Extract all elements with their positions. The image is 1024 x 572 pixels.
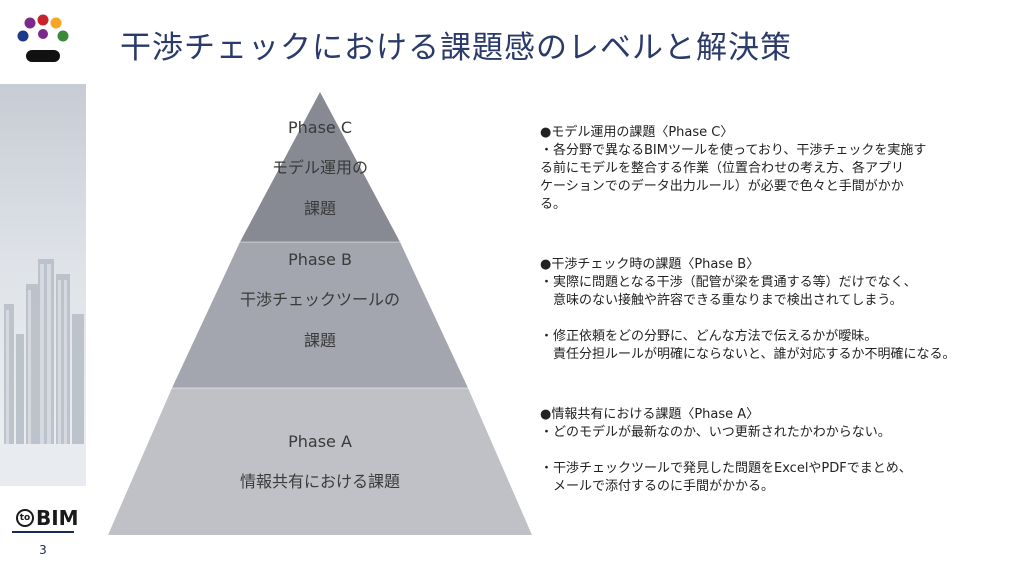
phase-a-description: ●情報共有における課題〈Phase A〉 ・どのモデルが最新なのか、いつ更新され…	[540, 406, 912, 496]
phase-b-label-line1: 干渉チェックツールの	[239, 290, 400, 309]
phase-c-title: Phase C	[287, 118, 353, 137]
phase-a-text-line: ・干渉チェックツールで発見した問題をExcelやPDFでまとめ、	[540, 461, 912, 476]
logo-dot-3	[50, 17, 62, 29]
phase-a-text-line: ・どのモデルが最新なのか、いつ更新されたかわからない。	[540, 425, 891, 440]
phase-b-text-line: ・修正依頼をどの分野に、どんな方法で伝えるかが曖昧。	[540, 329, 878, 344]
phase-a-text-line: メールで添付するのに手間がかかる。	[540, 479, 775, 494]
pyramid-tier-a	[108, 388, 532, 535]
phase-c-text-line: ケーションでのデータ出力ルール）が必要で色々と手間がかか	[540, 179, 904, 194]
phase-c-label-line1: モデル運用の	[271, 158, 368, 177]
logo-dot-2	[37, 14, 49, 26]
phase-c-text-line: る。	[540, 197, 567, 212]
phase-b-heading: ●干渉チェック時の課題〈Phase B〉	[540, 257, 760, 272]
phase-pyramid: Phase C モデル運用の 課題 Phase B 干渉チェックツールの 課題 …	[100, 90, 540, 540]
city-skyline-graphic	[0, 259, 86, 486]
brand-underline	[12, 531, 74, 533]
phase-a-title: Phase A	[288, 432, 352, 451]
page-title: 干渉チェックにおける課題感のレベルと解決策	[120, 30, 792, 66]
city-image	[0, 84, 86, 486]
phase-b-label-line2: 課題	[303, 331, 336, 350]
pyramid-graphic	[108, 92, 532, 535]
phase-c-label-line2: 課題	[303, 199, 336, 218]
tobim-brand: to BIM	[16, 506, 79, 530]
brand-name: BIM	[36, 506, 79, 530]
pyramid-tier-b	[172, 242, 468, 388]
logo-dot-6	[38, 29, 48, 39]
phase-b-title: Phase B	[288, 250, 352, 269]
phase-c-heading: ●モデル運用の課題〈Phase C〉	[540, 125, 734, 140]
logo-dot-1	[24, 17, 36, 29]
phase-a-heading: ●情報共有における課題〈Phase A〉	[540, 407, 760, 422]
phase-a-label-line1: 情報共有における課題	[239, 472, 400, 491]
phase-b-text-line: ・実際に問題となる干渉（配管が梁を貫通する等）だけでなく、	[540, 275, 917, 290]
pyramid-tier-c	[240, 92, 400, 242]
page-number: 3	[39, 543, 47, 557]
phase-b-description: ●干渉チェック時の課題〈Phase B〉 ・実際に問題となる干渉（配管が梁を貫通…	[540, 256, 955, 364]
phase-b-text-line: 意味のない接触や許容できる重なりまで検出されてしまう。	[540, 293, 903, 308]
sidebar: to BIM 3	[0, 0, 86, 572]
logo-bar	[26, 50, 60, 62]
logo-dot-5	[57, 30, 69, 42]
company-logo	[17, 14, 69, 62]
brand-ring-icon: to	[16, 509, 34, 527]
phase-c-description: ●モデル運用の課題〈Phase C〉 ・各分野で異なるBIMツールを使っており、…	[540, 124, 926, 214]
phase-b-text-line: 責任分担ルールが明確にならないと、誰が対応するか不明確になる。	[540, 347, 956, 362]
phase-c-text-line: る前にモデルを整合する作業（位置合わせの考え方、各アプリ	[540, 161, 905, 176]
logo-dot-4	[17, 30, 29, 42]
phase-c-text-line: ・各分野で異なるBIMツールを使っており、干渉チェックを実施す	[540, 143, 927, 158]
